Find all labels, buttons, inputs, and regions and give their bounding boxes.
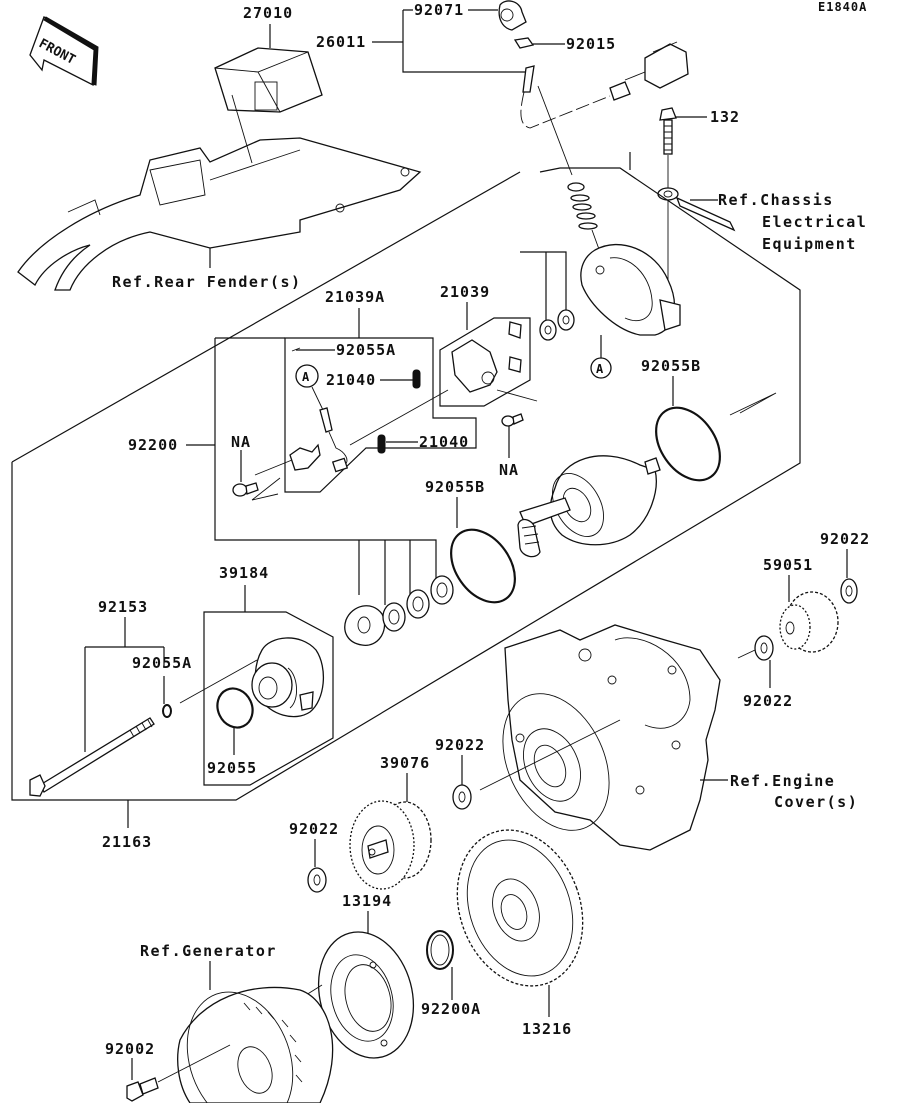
label-27010: 27010 — [243, 4, 293, 22]
part-21163-through-bolt — [29, 717, 155, 797]
marker-a-top-label: A — [596, 362, 604, 376]
label-92055A-low: 92055A — [132, 654, 192, 672]
ref-chassis-1: Ref.Chassis — [718, 191, 834, 209]
label-92200A: 92200A — [421, 1000, 481, 1018]
part-92055-oring — [216, 687, 254, 729]
label-92071: 92071 — [414, 1, 464, 19]
ref-generator: Ref.Generator — [140, 942, 277, 960]
part-92055B-oring-mid — [450, 528, 516, 604]
front-arrow-icon: FRONT — [29, 16, 99, 87]
label-26011: 26011 — [316, 33, 366, 51]
part-27010-relay — [214, 24, 323, 164]
starter-end-cover — [580, 243, 681, 336]
part-21040-brush-b — [377, 434, 386, 454]
part-92055B-oring-top — [655, 406, 721, 482]
part-brush-lead — [251, 386, 449, 501]
diagram-code: E1840A — [818, 0, 867, 14]
label-92055: 92055 — [207, 759, 257, 777]
marker-a-left-label: A — [302, 370, 310, 384]
armature-washers — [344, 575, 454, 646]
ref-chassis-3: Equipment — [762, 235, 857, 253]
part-92022-washer-mid — [452, 784, 472, 810]
ref-rear-fender: Ref.Rear Fender(s) — [112, 273, 302, 291]
label-92055A-top: 92055A — [336, 341, 396, 359]
end-cover-washers — [520, 251, 575, 341]
label-92002: 92002 — [105, 1040, 155, 1058]
label-92200: 92200 — [128, 436, 178, 454]
label-92022-r1: 92022 — [820, 530, 870, 548]
label-21039: 21039 — [440, 283, 490, 301]
label-92022-mid: 92022 — [435, 736, 485, 754]
part-92015-nut — [513, 37, 535, 49]
label-92022-r2: 92022 — [743, 692, 793, 710]
label-21040-a: 21040 — [326, 371, 376, 389]
label-132: 132 — [710, 108, 740, 126]
ref-engine-1: Ref.Engine — [730, 772, 835, 790]
rear-fender — [17, 137, 422, 291]
starter-motor-yoke — [517, 455, 661, 558]
part-92055A-oring — [162, 704, 172, 718]
part-92002-bolt — [126, 1044, 231, 1102]
label-92055B-mid: 92055B — [425, 478, 485, 496]
label-92022-left: 92022 — [289, 820, 339, 838]
part-92022-washer-r2 — [754, 635, 774, 661]
part-21039-brush-holder — [451, 321, 538, 402]
label-39184: 39184 — [219, 564, 269, 582]
label-21163: 21163 — [102, 833, 152, 851]
engine-cover — [502, 624, 721, 851]
part-59051-idle-gear — [779, 591, 839, 653]
label-na-right: NA — [499, 461, 519, 479]
part-92022-washer-r1 — [840, 578, 858, 604]
terminal-washer-stack — [567, 182, 601, 253]
part-39184-front-cover — [179, 637, 325, 718]
marker-a-left — [295, 364, 319, 388]
part-na-screw-left — [232, 482, 259, 497]
part-92071-cap — [498, 0, 527, 31]
label-92015: 92015 — [566, 35, 616, 53]
label-13194: 13194 — [342, 892, 392, 910]
label-59051: 59051 — [763, 556, 813, 574]
part-na-screw-right — [501, 413, 524, 427]
label-21039A: 21039A — [325, 288, 385, 306]
ref-engine-2: Cover(s) — [774, 793, 858, 811]
label-92153: 92153 — [98, 598, 148, 616]
part-92022-washer-left — [307, 867, 327, 893]
label-13216: 13216 — [522, 1020, 572, 1038]
part-21040-brush-a — [412, 369, 421, 389]
part-92200A-washer — [426, 930, 454, 970]
label-92055B-top: 92055B — [641, 357, 701, 375]
ref-chassis-2: Electrical — [762, 213, 867, 231]
marker-a-top — [590, 357, 612, 379]
generator-rotor — [177, 986, 334, 1103]
label-21040-b: 21040 — [419, 433, 469, 451]
part-26011-cable — [520, 41, 689, 176]
part-13216-clutch-gear — [456, 829, 584, 987]
part-39076-idle-gear — [349, 800, 432, 890]
label-na-left: NA — [231, 433, 251, 451]
label-39076: 39076 — [380, 754, 430, 772]
